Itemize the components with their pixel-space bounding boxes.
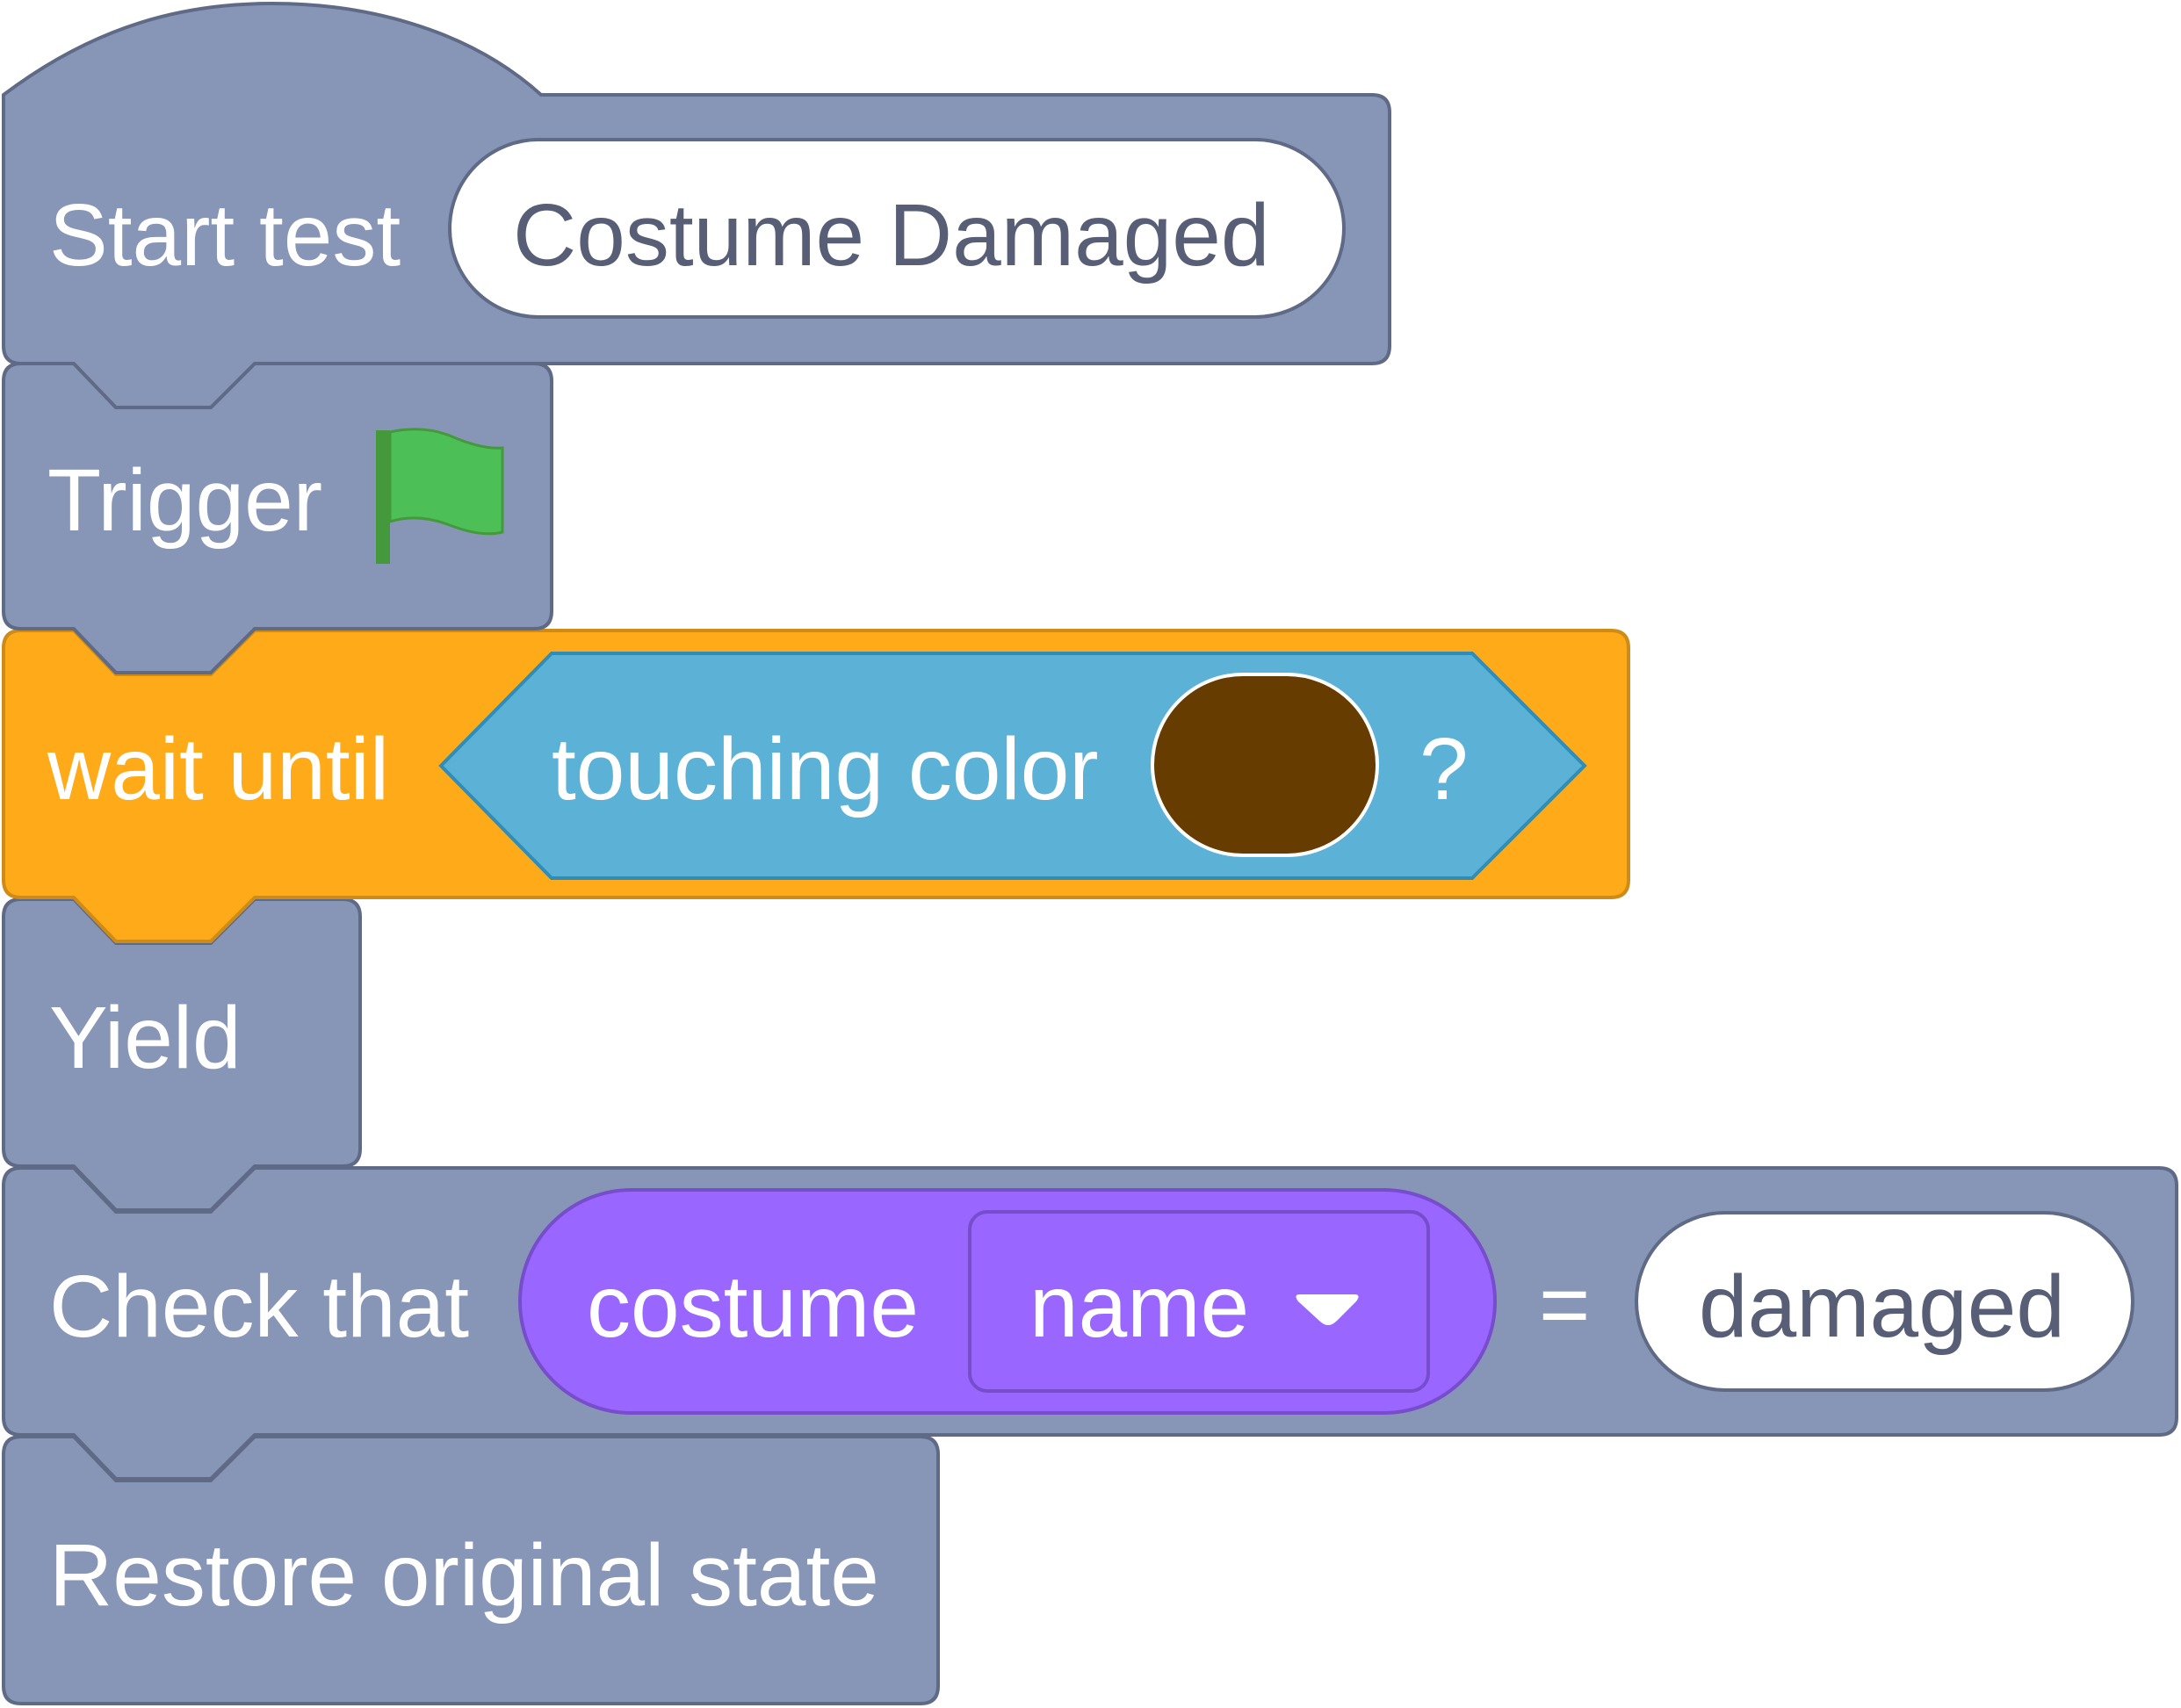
expected-value-input-box <box>1635 1211 2134 1392</box>
trigger-block[interactable]: Trigger <box>2 362 553 674</box>
test-name-text: Costume Damaged <box>513 186 1270 285</box>
test-name-input-box <box>448 138 1346 319</box>
costume-reporter-label: costume <box>587 1258 919 1356</box>
restore-block[interactable]: Restore original state <box>2 1435 940 1705</box>
touching-color-condition[interactable]: touching color ? <box>438 652 1587 880</box>
costume-attribute-value: name <box>1029 1258 1249 1356</box>
check-that-block[interactable]: Check that costume name = damaged <box>2 1166 2178 1481</box>
wait-until-label: wait until <box>47 720 389 818</box>
restore-block-shape <box>2 1435 940 1705</box>
restore-label: Restore original state <box>49 1526 879 1625</box>
costume-reporter[interactable]: costume name <box>518 1188 1497 1415</box>
expected-value-input[interactable]: damaged <box>1635 1211 2134 1392</box>
green-flag-icon <box>376 428 504 564</box>
question-mark: ? <box>1419 720 1469 818</box>
wait-until-block[interactable]: wait until touching color ? <box>2 629 1630 943</box>
yield-block[interactable]: Yield <box>2 897 362 1212</box>
costume-attribute-dropdown-box <box>968 1210 1430 1393</box>
yield-block-shape <box>2 897 362 1212</box>
expected-value-text: damaged <box>1699 1258 2065 1356</box>
start-test-block[interactable]: Start test Costume Damaged <box>2 1 1391 409</box>
touching-color-label: touching color <box>552 720 1099 818</box>
check-that-label: Check that <box>49 1258 469 1356</box>
test-name-input[interactable]: Costume Damaged <box>448 138 1346 319</box>
trigger-label: Trigger <box>47 451 322 550</box>
yield-label: Yield <box>49 989 242 1087</box>
equals-operator: = <box>1539 1256 1590 1354</box>
dropdown-arrow-icon <box>1296 1294 1359 1325</box>
costume-attribute-dropdown[interactable]: name <box>968 1210 1430 1393</box>
color-swatch-picker[interactable] <box>1151 673 1379 857</box>
start-test-label: Start test <box>49 186 401 285</box>
